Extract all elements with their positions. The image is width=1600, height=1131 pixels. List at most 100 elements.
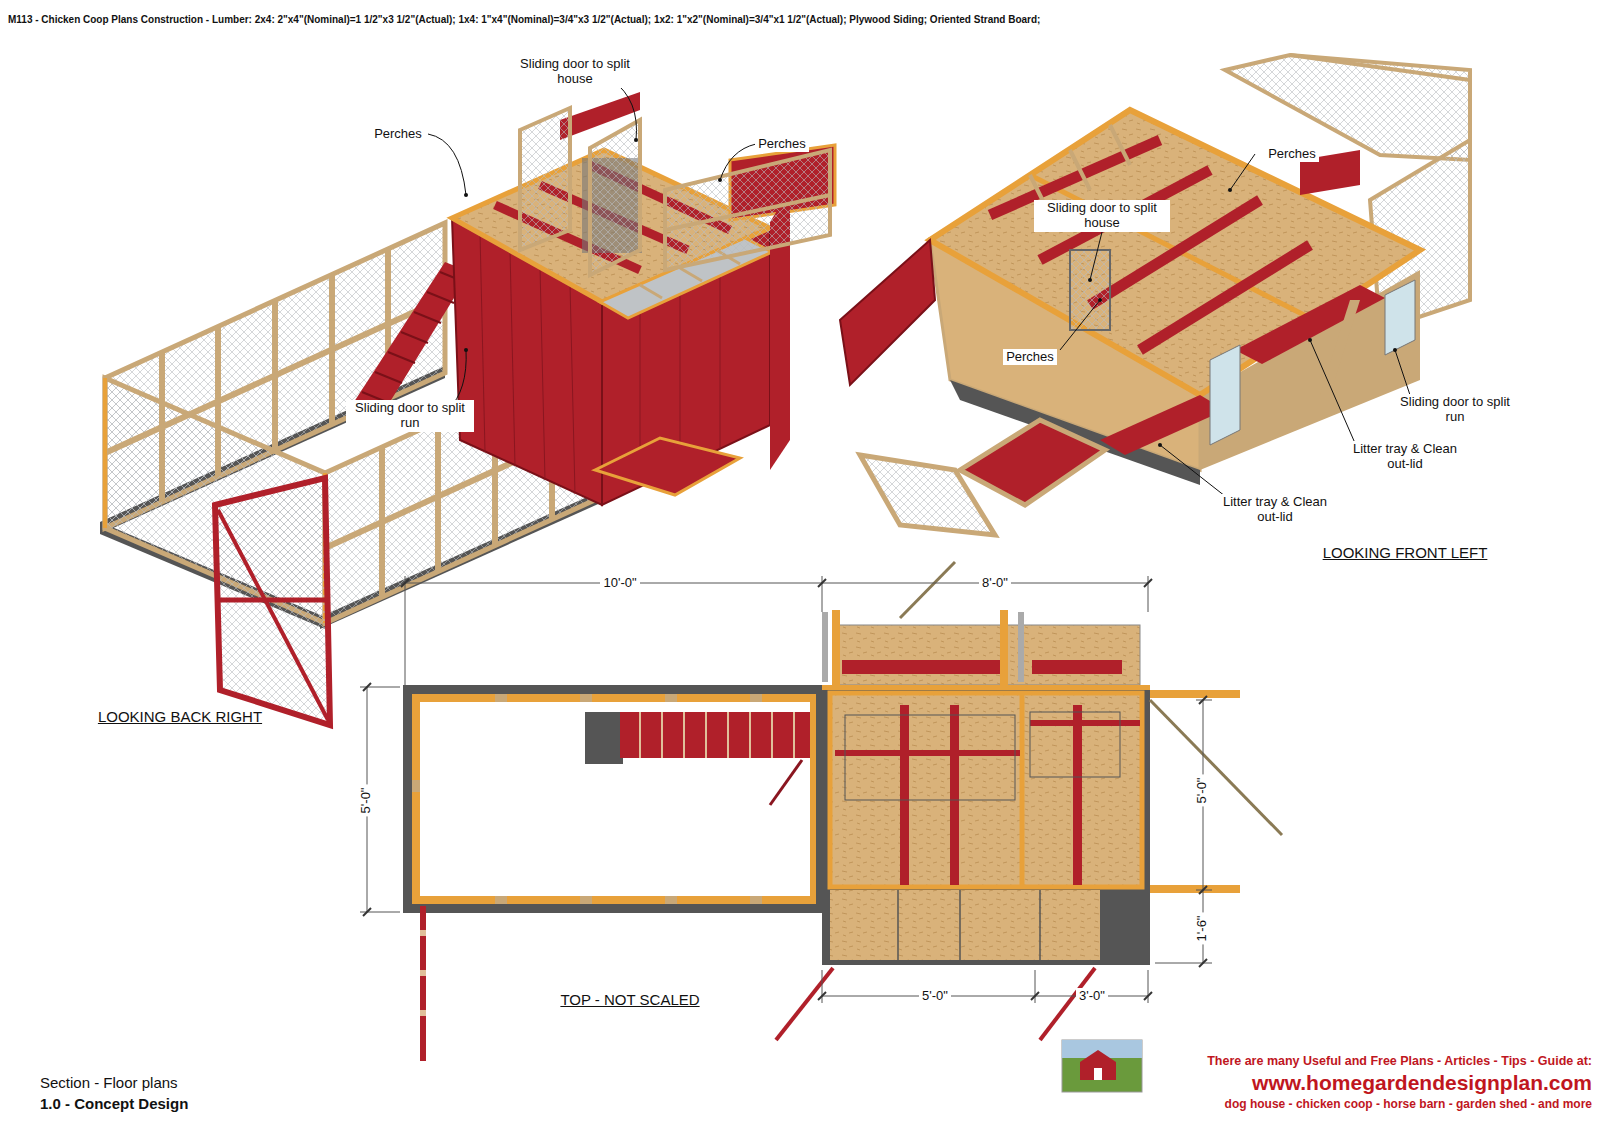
drawing-part — [420, 1010, 426, 1016]
drawing-part — [1031, 992, 1039, 1000]
drawing-part — [1098, 298, 1102, 302]
dimension-label: 8'-0" — [979, 575, 1011, 592]
back-right-view — [100, 80, 835, 725]
dimension-label: 10'-0" — [600, 575, 639, 592]
drawing-part — [1062, 1040, 1142, 1092]
drawing-part — [640, 285, 662, 298]
drawing-part — [640, 712, 794, 758]
drawing-part — [428, 134, 466, 195]
callout-label: Sliding door to split house — [510, 56, 641, 88]
dimension-label: 5'-0" — [919, 988, 951, 1005]
drawing-part — [793, 712, 795, 758]
drawing-part — [1110, 125, 1130, 165]
drawing-part — [822, 610, 1150, 690]
drawing-part — [634, 138, 638, 142]
drawing-part — [420, 970, 426, 976]
drawing-part — [665, 896, 677, 904]
drawing-part — [375, 372, 402, 383]
drawing-part — [661, 712, 663, 758]
drawing-part — [520, 108, 570, 250]
drawing-part — [1199, 959, 1207, 967]
drawing-part — [818, 992, 826, 1000]
drawing-part — [959, 890, 961, 960]
callout-label: Litter tray & Clean out-lid — [1346, 441, 1464, 473]
drawing-part — [464, 193, 468, 197]
drawing-part — [1308, 338, 1312, 342]
drawing-part — [900, 562, 955, 618]
drawing-part — [1144, 579, 1152, 587]
drawing-part — [1393, 348, 1397, 352]
drawing-part — [1385, 280, 1415, 355]
drawing-part — [428, 80, 756, 410]
drawing-part — [388, 352, 415, 363]
view-title: TOP - NOT SCALED — [560, 991, 699, 1008]
drawing-part — [840, 240, 935, 385]
callout-label: Litter tray & Clean out-lid — [1216, 494, 1334, 526]
drawing-part — [580, 694, 592, 702]
drawing-part — [352, 262, 470, 418]
drawing-part — [1199, 696, 1207, 704]
drawing-part — [749, 712, 751, 758]
view-title: LOOKING BACK RIGHT — [98, 708, 262, 725]
drawing-part — [818, 579, 826, 587]
drawing-part — [495, 694, 507, 702]
top-plan — [360, 562, 1282, 1061]
drawing-part — [1310, 340, 1358, 450]
drawing-part — [683, 712, 685, 758]
drawing-part — [832, 610, 840, 690]
drawing-part — [1088, 278, 1092, 282]
drawing-part — [401, 332, 428, 343]
drawing-part — [1199, 886, 1207, 894]
drawing-part — [1070, 150, 1090, 190]
drawing-part — [718, 178, 722, 182]
drawing-part — [595, 438, 740, 495]
footer-note: dog house - chicken coop - horse barn - … — [1225, 1098, 1592, 1112]
drawing-part — [1228, 188, 1232, 192]
drawing-part — [1000, 610, 1008, 690]
drawing-part — [1020, 693, 1025, 887]
drawing-part — [680, 268, 702, 281]
drawing-part — [776, 968, 833, 1040]
drawing-part — [420, 930, 426, 1016]
drawing-part — [363, 908, 371, 916]
drawing-part — [405, 583, 1148, 584]
drawing-part — [362, 272, 467, 403]
drawing-part — [1018, 612, 1024, 682]
drawing-part — [363, 579, 1207, 1000]
drawing-part — [360, 576, 1212, 1003]
callout-label: Sliding door to split run — [1396, 394, 1514, 426]
drawing-part — [727, 712, 729, 758]
sheet-title: M113 - Chicken Coop Plans Construction -… — [8, 14, 1040, 26]
drawing-part — [412, 694, 816, 904]
drawing-part — [771, 712, 773, 758]
drawing-part — [405, 576, 406, 685]
drawing-part — [930, 110, 1420, 395]
front-left-view — [840, 55, 1470, 535]
drawing-part — [1094, 1068, 1102, 1080]
drawing-part — [1158, 443, 1162, 447]
drawing-part — [1039, 890, 1041, 960]
drawing-part — [510, 250, 515, 466]
drawing-part — [750, 896, 762, 904]
callout-label: Perches — [1003, 349, 1057, 366]
drawing-part — [401, 579, 409, 587]
drawing-part — [898, 890, 1040, 960]
dimension-label: 1'-6" — [1195, 912, 1212, 944]
drawing-part — [950, 705, 959, 885]
drawing-part — [1225, 55, 1470, 160]
drawing-part — [639, 712, 641, 758]
drawing-part — [835, 750, 1020, 756]
drawing-part — [822, 612, 828, 682]
drawing-part — [1150, 690, 1240, 698]
drawing-part — [1230, 154, 1255, 190]
drawing-part — [1395, 350, 1410, 395]
section-note: Section - Floor plans — [40, 1074, 178, 1091]
drawing-part — [842, 660, 1002, 674]
callout-label: Sliding door to split run — [346, 400, 474, 432]
drawing-part — [1060, 300, 1100, 350]
dimension-label: 5'-0" — [1195, 774, 1212, 806]
drawing-part — [1070, 250, 1110, 330]
drawing-part — [1030, 720, 1140, 726]
drawing-part — [845, 715, 1015, 800]
drawing-part — [900, 705, 909, 885]
